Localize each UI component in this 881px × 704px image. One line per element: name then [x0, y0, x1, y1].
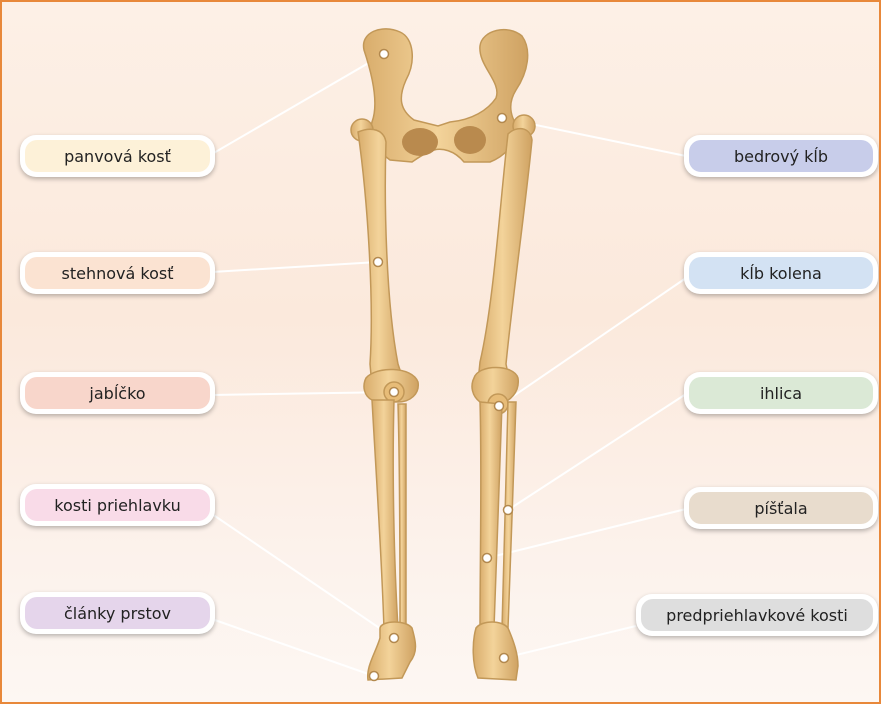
right-leg-bones: [472, 115, 535, 680]
label-fibula: ihlica: [684, 372, 878, 414]
label-tibia-text: píšťala: [689, 492, 873, 524]
label-knee: kĺb kolena: [684, 252, 878, 294]
label-femur-text: stehnová kosť: [25, 257, 210, 289]
label-phalanges: články prstov: [20, 592, 215, 634]
label-fibula-text: ihlica: [689, 377, 873, 409]
label-femur: stehnová kosť: [20, 252, 215, 294]
label-hip-text: bedrový kĺb: [689, 140, 873, 172]
label-tarsal: predpriehlavkové kosti: [636, 594, 878, 636]
pelvis-bone: [364, 29, 528, 162]
label-tarsal-text: predpriehlavkové kosti: [641, 599, 873, 631]
label-pelvis: panvová kosť: [20, 135, 215, 177]
label-patella-text: jabĺčko: [25, 377, 210, 409]
label-knee-text: kĺb kolena: [689, 257, 873, 289]
label-metatarsal-text: kosti priehlavku: [25, 489, 210, 521]
label-pelvis-text: panvová kosť: [25, 140, 210, 172]
label-hip: bedrový kĺb: [684, 135, 878, 177]
label-patella: jabĺčko: [20, 372, 215, 414]
label-metatarsal: kosti priehlavku: [20, 484, 215, 526]
label-phalanges-text: články prstov: [25, 597, 210, 629]
left-leg-bones: [351, 119, 418, 680]
label-tibia: píšťala: [684, 487, 878, 529]
